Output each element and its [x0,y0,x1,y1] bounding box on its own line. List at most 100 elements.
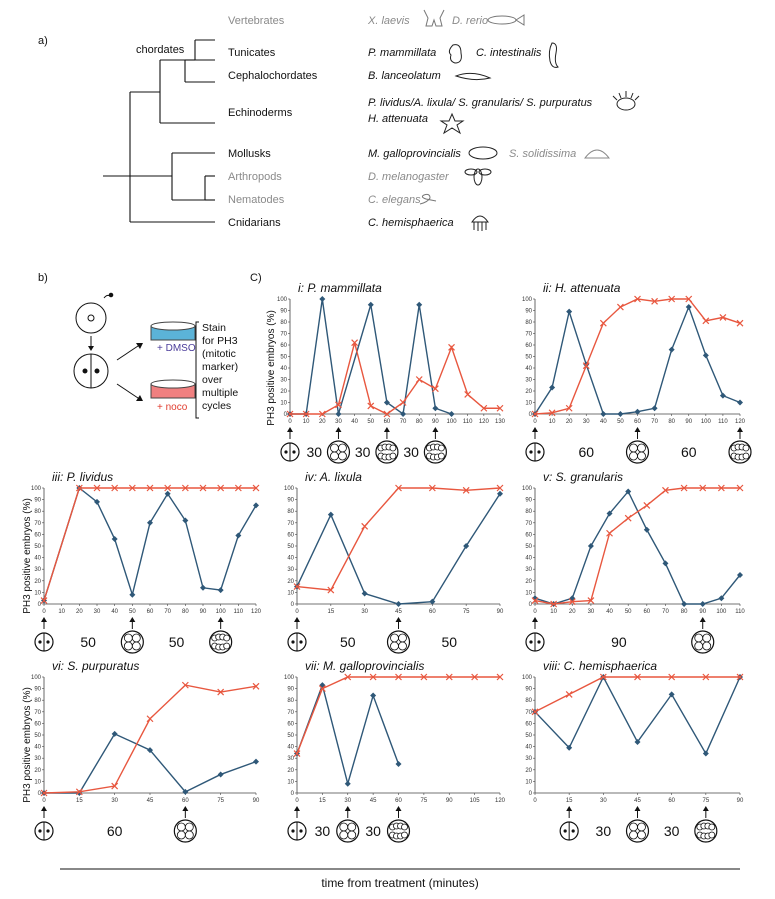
stage-arrowhead [383,427,390,432]
taxon-group: Cnidarians [228,217,281,229]
x-tick-label: 0 [533,798,537,804]
y-tick-label: 60 [287,721,294,727]
dmso-point [699,601,706,607]
blastomere [339,830,349,840]
dmso-point [217,587,224,594]
svg-text:for PH3: for PH3 [202,335,238,347]
y-tick-label: 30 [34,756,41,762]
dmso-point [400,411,407,417]
blastomere [223,642,231,650]
y-tick-label: 70 [525,710,532,716]
y-tick-label: 100 [277,297,288,303]
blastomere [347,830,357,840]
dmso-point [719,392,726,399]
noco-point [643,501,651,509]
y-tick-label: 50 [280,355,287,361]
starfish-icon [439,112,465,135]
x-tick-label: 30 [583,419,590,425]
y-tick-label: 90 [34,687,41,693]
noco-line [43,684,257,794]
blastomere [338,443,347,453]
x-tick-label: 90 [685,419,692,425]
blastomere [398,633,407,643]
dmso-point [361,590,368,597]
svg-text:cycles: cycles [202,400,231,412]
stage-arrowhead [129,617,136,622]
dmso-point [344,780,351,787]
x-tick-label: 0 [295,609,299,615]
noco-point [181,484,189,492]
dmso-point [681,601,688,607]
y-tick-label: 0 [38,791,42,797]
noco-point [471,673,479,681]
y-tick-label: 10 [287,779,294,785]
x-tick-label: 60 [147,609,154,615]
dmso-point [497,490,503,497]
y-tick-label: 0 [284,412,288,418]
dmso-point [129,591,136,598]
x-tick-label: 45 [395,609,402,615]
dmso-point [370,692,377,699]
y-tick-label: 30 [34,567,41,573]
dmso-point [651,405,658,412]
blastomere [629,822,638,832]
noco-point [252,484,260,492]
y-tick-label: 60 [525,343,532,349]
dmso-point [668,691,675,698]
stage-arrowhead [532,617,538,622]
dmso-point [253,502,259,509]
dmso-point [617,411,624,417]
stage-arrowhead [634,427,641,432]
noco-point [445,673,453,681]
y-tick-label: 90 [525,309,532,315]
noco-point [480,404,488,412]
blastomere [123,633,133,643]
x-tick-label: 75 [702,798,709,804]
embryo-icon [173,819,197,843]
noco-point [699,484,707,492]
y-tick-label: 30 [287,756,294,762]
embryo-icon [691,630,715,654]
blastomere [390,633,399,643]
dmso-point [335,411,342,417]
y-tick-label: 30 [525,756,532,762]
x-tick-label: 100 [716,609,727,615]
dmso-point [448,411,455,417]
x-tick-label: 0 [42,798,46,804]
x-tick-label: 20 [319,419,326,425]
chart-title: i: P. mammillata [298,281,382,295]
interval-label: 60 [578,444,594,460]
embryo-icon [120,630,144,654]
blastomere [389,444,397,452]
noco-point [531,708,539,716]
blastomere [389,452,397,460]
species-name: M. galloprovincialis [368,148,461,160]
x-tick-label: 60 [634,419,641,425]
y-tick-label: 0 [38,602,42,608]
x-tick-label: 60 [384,419,391,425]
dmso-point [606,510,613,517]
x-tick-label: 80 [681,609,688,615]
chart-title: iv: A. lixula [305,470,362,484]
interval-label: 30 [403,444,419,460]
y-tick-label: 20 [280,389,287,395]
y-axis-label: PH3 positive embryos (%) [22,687,33,803]
dmso-dish [150,321,196,341]
dmso-point [164,490,171,497]
x-tick-label: 10 [549,419,556,425]
dmso-point [737,572,743,578]
blastomere [637,822,646,832]
nucleus [38,829,42,833]
noco-point [616,303,624,311]
blastomere [637,451,646,461]
y-tick-label: 70 [34,521,41,527]
nucleus [571,829,575,833]
blastomere [401,831,408,839]
noco-line [43,487,256,601]
nucleus [299,829,303,833]
dmso-point [600,411,607,417]
svg-text:(mitotic: (mitotic [202,348,236,360]
dmso-point [319,296,326,302]
y-tick-label: 30 [280,378,287,384]
